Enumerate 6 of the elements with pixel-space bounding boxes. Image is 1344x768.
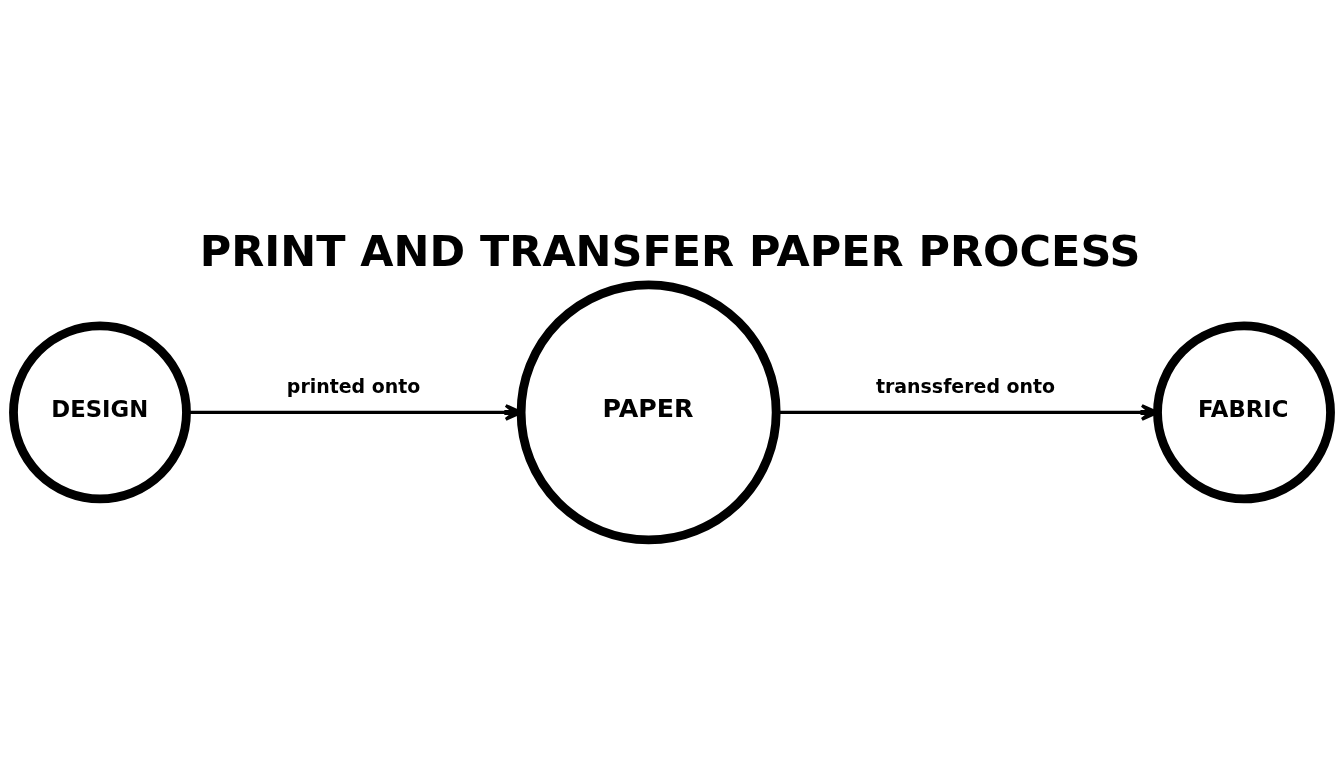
node-circle: DESIGN [9,321,191,504]
edge-label: transsfered onto [875,374,1056,397]
node-circle: PAPER [516,280,781,545]
diagram-title: PRINT AND TRANSFER PAPER PROCESS [199,226,1141,277]
node-circle: FABRIC [1153,321,1335,504]
edge-label: printed onto [286,374,421,397]
